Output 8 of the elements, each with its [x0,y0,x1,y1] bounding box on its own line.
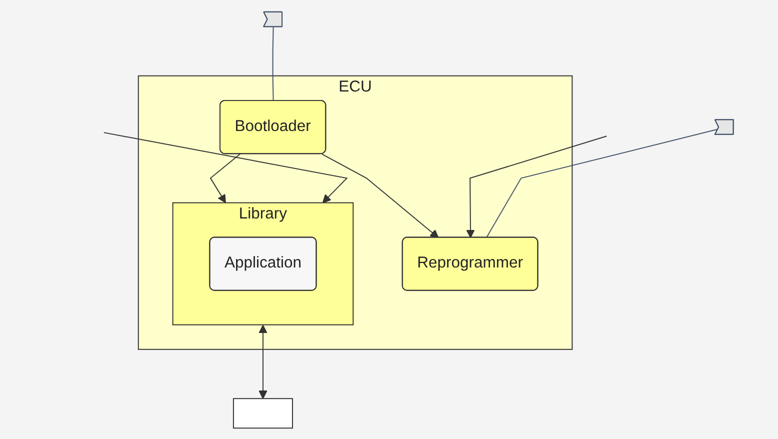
arrow [258,324,268,398]
arrow [103,132,348,203]
connector [486,128,719,238]
connector [272,26,274,101]
arrow [210,152,241,203]
node-box [232,398,293,428]
arrow [321,153,439,238]
arrow [466,135,608,238]
